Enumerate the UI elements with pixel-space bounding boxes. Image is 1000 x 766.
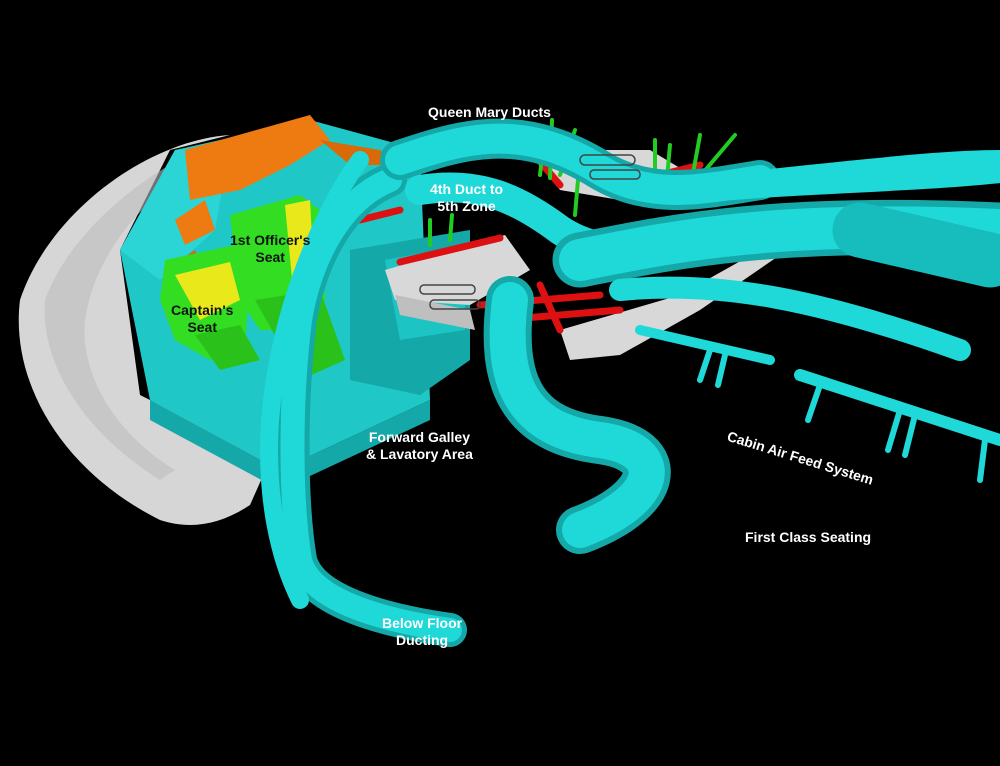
label-below-floor-line2: Ducting <box>396 632 449 648</box>
label-captain-seat: Captain's Seat <box>171 302 233 336</box>
label-below-floor-ducting: Below Floor Ducting <box>382 615 462 649</box>
label-forward-galley-line2: & Lavatory Area <box>366 446 473 462</box>
label-first-officer-seat: 1st Officer's Seat <box>230 232 310 266</box>
label-captain-line1: Captain's <box>171 302 234 318</box>
label-forward-galley: Forward Galley & Lavatory Area <box>366 429 473 463</box>
label-4th-duct-to-5th-zone: 4th Duct to 5th Zone <box>430 181 503 215</box>
label-4th-duct-line2: 5th Zone <box>437 198 496 214</box>
cockpit-nose-shell <box>18 135 270 525</box>
label-forward-galley-line1: Forward Galley <box>368 429 470 445</box>
duct-network <box>260 118 1000 647</box>
panel-fixtures <box>419 154 641 310</box>
captain-seat <box>160 245 260 370</box>
label-first-officer-line2: Seat <box>255 249 285 265</box>
label-4th-duct-line1: 4th Duct to <box>430 181 504 197</box>
label-first-officer-line1: 1st Officer's <box>230 232 311 248</box>
label-below-floor-line1: Below Floor <box>382 615 463 631</box>
label-captain-line2: Seat <box>187 319 218 335</box>
label-first-class-seating: First Class Seating <box>745 529 872 545</box>
label-queen-mary-ducts: Queen Mary Ducts <box>428 104 551 120</box>
